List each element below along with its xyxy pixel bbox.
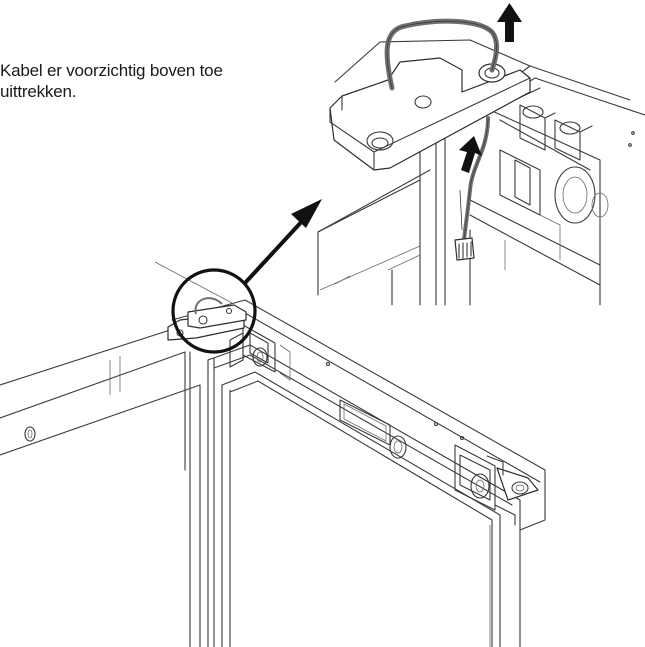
up-arrow-icon	[497, 3, 522, 42]
instruction-line-1: Kabel er voorzichtig boven toe	[0, 61, 223, 80]
magnifier-circle-icon	[171, 268, 257, 354]
appliance-top-view	[0, 261, 546, 647]
hinge-plate-small	[167, 297, 247, 341]
instruction-caption: Kabel er voorzichtig boven toe uittrekke…	[0, 60, 330, 102]
diagonal-arrow-icon	[243, 199, 322, 285]
instruction-line-2: uittrekken.	[0, 82, 77, 101]
enlarged-hinge-view	[317, 18, 645, 306]
cable-pull-arrow-icon	[459, 136, 482, 173]
